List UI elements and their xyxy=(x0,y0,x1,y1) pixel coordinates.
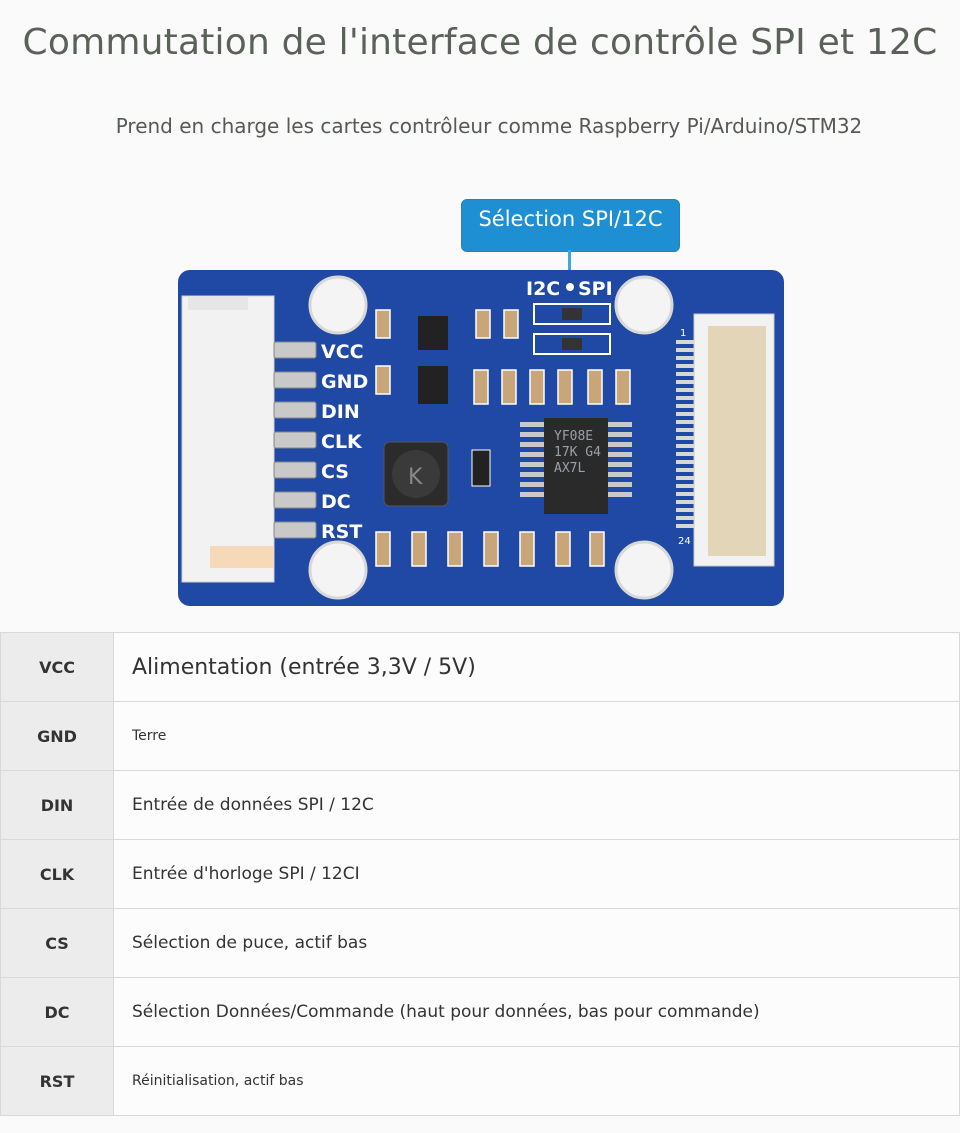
jumper-pad xyxy=(533,303,611,325)
mounting-hole xyxy=(308,540,368,600)
jumper-pad xyxy=(533,333,611,355)
table-row: RST Réinitialisation, actif bas xyxy=(0,1046,960,1116)
table-row: GND Terre xyxy=(0,701,960,771)
page-subtitle: Prend en charge les cartes contrôleur co… xyxy=(115,114,863,138)
svg-text:AX7L: AX7L xyxy=(554,461,585,476)
pin-name-cell: CLK xyxy=(0,839,114,909)
pin-desc-cell: Alimentation (entrée 3,3V / 5V) xyxy=(113,632,960,702)
pin-name-cell: VCC xyxy=(0,632,114,702)
pcb-pin-label: GND xyxy=(321,371,368,393)
pin-name-cell: RST xyxy=(0,1046,114,1116)
pin-name-cell: GND xyxy=(0,701,114,771)
table-row: CLK Entrée d'horloge SPI / 12CI xyxy=(0,839,960,909)
pcb-pin-label: DC xyxy=(321,491,351,513)
passive-components xyxy=(375,309,631,405)
regulator-chip xyxy=(418,316,448,350)
pcb-pin-label: CS xyxy=(321,461,349,483)
pin-desc-cell: Entrée de données SPI / 12C xyxy=(113,770,960,840)
table-row: CS Sélection de puce, actif bas xyxy=(0,908,960,978)
pcb-board-illustration: VCC GND DIN CLK CS DC RST I2C SPI xyxy=(178,270,784,606)
pcb-pin-label: RST xyxy=(321,521,362,543)
pin-name-cell: DIN xyxy=(0,770,114,840)
pin-desc-cell: Sélection de puce, actif bas xyxy=(113,908,960,978)
spi-i2c-callout: Sélection SPI/12C xyxy=(461,199,680,252)
page-title: Commutation de l'interface de contrôle S… xyxy=(22,22,938,63)
table-row: VCC Alimentation (entrée 3,3V / 5V) xyxy=(0,632,960,702)
regulator-chip xyxy=(418,366,448,404)
switch-label-spi: SPI xyxy=(578,278,613,300)
switch-label-i2c: I2C xyxy=(526,278,560,300)
pin-name-cell: CS xyxy=(0,908,114,978)
svg-text:K: K xyxy=(408,465,423,490)
svg-text:YF08E: YF08E xyxy=(554,429,593,444)
table-row: DC Sélection Données/Commande (haut pour… xyxy=(0,977,960,1047)
callout-pointer xyxy=(568,250,571,284)
pin-desc-cell: Entrée d'horloge SPI / 12CI xyxy=(113,839,960,909)
table-row: DIN Entrée de données SPI / 12C xyxy=(0,770,960,840)
pin-name-cell: DC xyxy=(0,977,114,1047)
pin-pads xyxy=(273,341,317,539)
pcb-pin-label: VCC xyxy=(321,341,364,363)
pin-table: VCC Alimentation (entrée 3,3V / 5V) GND … xyxy=(0,632,960,1116)
fpc-pin-1-label: 1 xyxy=(680,328,686,339)
fpc-pin-24-label: 24 xyxy=(678,536,691,547)
driver-chip xyxy=(544,418,608,514)
pcb-substrate xyxy=(178,270,784,606)
chip-pins xyxy=(520,422,632,497)
pcb-board: VCC GND DIN CLK CS DC RST I2C SPI xyxy=(178,270,784,606)
pin-desc-cell: Sélection Données/Commande (haut pour do… xyxy=(113,977,960,1047)
svg-text:17K G4: 17K G4 xyxy=(554,445,601,460)
pcb-pin-label: DIN xyxy=(321,401,360,423)
pcb-pin-label: CLK xyxy=(321,431,363,453)
mounting-hole xyxy=(614,540,674,600)
pin-desc-cell: Réinitialisation, actif bas xyxy=(113,1046,960,1116)
transistor xyxy=(471,449,491,487)
header-connector xyxy=(181,295,275,583)
mounting-hole xyxy=(308,275,368,335)
mounting-hole xyxy=(614,275,674,335)
pin-desc-cell: Terre xyxy=(113,701,960,771)
passive-components xyxy=(375,531,605,567)
